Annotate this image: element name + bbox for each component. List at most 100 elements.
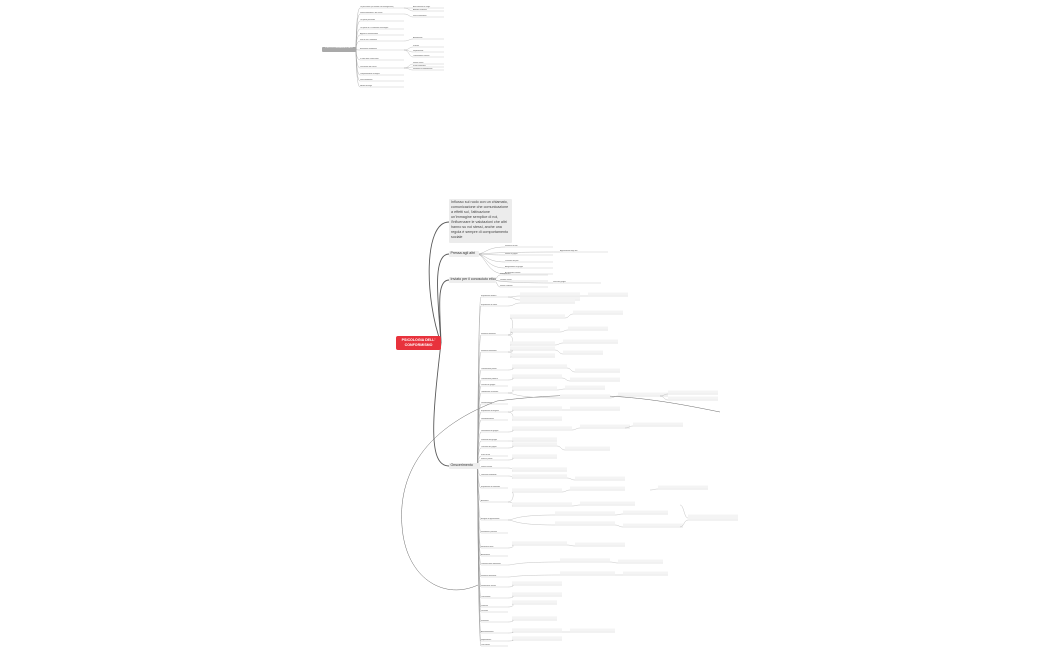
main-map-root[interactable]: PSICOLOGIA DELL' CONFORMISMO bbox=[396, 336, 441, 350]
top-map-leaf[interactable]: Identità di luogo bbox=[360, 84, 372, 87]
sub-node bbox=[512, 628, 562, 632]
top-map-leaf[interactable]: Valori ambientali bbox=[360, 78, 373, 81]
top-map-leaf[interactable]: Stile di vita e ambiente bbox=[360, 38, 377, 41]
third-node bbox=[573, 310, 623, 314]
top-map-leaf[interactable]: Il ruolo della conoscenza bbox=[360, 57, 379, 60]
sub-connector bbox=[507, 514, 556, 521]
branch-c-leaf[interactable]: Reattanza bbox=[481, 619, 489, 622]
top-map-leaf[interactable]: Affollamento bbox=[413, 36, 423, 39]
branch-c-leaf[interactable]: Polarizzazione bbox=[481, 401, 492, 404]
branch-c-leaf[interactable]: Innovazione sociale bbox=[481, 584, 496, 587]
branch-c-leaf[interactable]: Influenza minoritaria bbox=[481, 574, 497, 577]
top-map-leaf[interactable]: Lo spazio di cui l'individuo ha bisogno bbox=[360, 26, 389, 29]
branch-c-leaf[interactable]: Indipendenza bbox=[481, 638, 492, 641]
branch-a-leaf[interactable]: Approvazione degli altri bbox=[560, 249, 578, 252]
branch-c-leaf[interactable]: Pensiero di gruppo bbox=[481, 383, 496, 386]
fourth-connector bbox=[659, 393, 669, 397]
branch-c-leaf[interactable]: Attribuzione bbox=[481, 553, 490, 556]
sub-node bbox=[512, 488, 562, 492]
top-map-root[interactable]: PSICOLOGIA AMBIENTALE bbox=[322, 47, 356, 52]
top-map-leaf[interactable]: Cambiamenti climatici bbox=[413, 54, 430, 57]
sub-node bbox=[512, 374, 562, 378]
top-map-leaf[interactable]: Fattori ambientali e dei vissuti bbox=[360, 11, 383, 14]
branch-inviato[interactable]: Inviato per il conosciuto etico bbox=[449, 277, 496, 283]
branch-onscerimento[interactable]: Onscerimento bbox=[449, 463, 480, 469]
branch-c-leaf[interactable]: Influenza normativa bbox=[481, 332, 496, 335]
branch-b-leaf[interactable]: Standard etici bbox=[500, 272, 511, 275]
top-map-connector bbox=[355, 40, 361, 50]
branch-c-leaf[interactable]: Conclusioni bbox=[481, 643, 490, 646]
branch-b-leaf[interactable]: Valori del gruppo bbox=[553, 280, 566, 283]
third-connector bbox=[561, 377, 571, 382]
sub-node bbox=[512, 502, 572, 506]
top-map-leaf[interactable]: La percezione (le variabili che interagi… bbox=[360, 5, 394, 8]
sub-node bbox=[560, 571, 615, 575]
top-map-leaf[interactable]: Benessere ambientale bbox=[360, 47, 377, 50]
branch-c-leaf[interactable]: Fattori culturali bbox=[481, 465, 493, 468]
branch-pressa[interactable]: Pressa agli altri bbox=[449, 251, 479, 257]
top-map-leaf[interactable]: Rumore bbox=[413, 44, 420, 47]
branch-a-leaf[interactable]: Influenza sociale bbox=[505, 244, 518, 247]
sub-node bbox=[510, 341, 555, 345]
branch-c-leaf[interactable]: Conformismo pubblico bbox=[481, 377, 498, 380]
branch-c-leaf[interactable]: Bisogno di approvazione bbox=[481, 517, 500, 520]
branch-c-leaf[interactable]: Esperimento di Zimbardo bbox=[481, 485, 500, 488]
branch-b-leaf[interactable]: Norme condivise bbox=[500, 284, 513, 287]
sub-node bbox=[512, 406, 562, 410]
top-map-leaf[interactable]: Percezione del rischio bbox=[360, 65, 377, 68]
sub-connector bbox=[507, 561, 561, 566]
top-map-leaf[interactable]: Stress ambientale bbox=[413, 14, 427, 17]
sub-node bbox=[510, 346, 555, 350]
branch-c-leaf[interactable]: Devianza bbox=[481, 609, 489, 612]
top-map-leaf[interactable]: Scelte sostenibili bbox=[413, 64, 426, 67]
branch-a-leaf[interactable]: Adeguamento al gruppo bbox=[505, 265, 524, 268]
sub-node bbox=[520, 296, 580, 300]
third-node bbox=[570, 486, 625, 490]
third-node bbox=[568, 326, 608, 330]
branch-c-leaf[interactable]: Esperimento di Sherif bbox=[481, 303, 498, 306]
branch-c-leaf[interactable]: Conversione bbox=[481, 595, 491, 598]
branch-c-leaf[interactable]: Differenze individuali bbox=[481, 473, 497, 476]
branch-c-leaf[interactable]: Status e potere bbox=[481, 457, 493, 460]
branch-c-leaf[interactable]: Deindividuazione bbox=[481, 417, 494, 420]
third-node bbox=[563, 339, 618, 343]
top-map-leaf[interactable]: Inquinamento bbox=[413, 49, 424, 52]
third-node bbox=[575, 476, 625, 480]
top-map-leaf[interactable]: Interventi di cambiamento bbox=[413, 67, 433, 70]
main-map-note[interactable]: Influsso sul ruolo con un chiamato, comu… bbox=[449, 199, 512, 243]
branch-a-leaf[interactable]: Norme di gruppo bbox=[505, 252, 518, 255]
third-connector bbox=[571, 504, 581, 507]
branch-c-leaf[interactable]: Dissenso bbox=[481, 604, 488, 607]
branch-c-leaf[interactable]: Conformismo privato bbox=[481, 367, 497, 370]
top-map-leaf[interactable]: Lo spazio personale bbox=[360, 18, 376, 21]
branch-b-leaf[interactable]: Giudizio morale bbox=[500, 278, 512, 281]
third-connector bbox=[609, 395, 619, 399]
branch-c-connector bbox=[476, 465, 482, 647]
branch-c-leaf[interactable]: Situazione e persona bbox=[481, 530, 497, 533]
third-connector bbox=[614, 524, 624, 528]
branch-c-leaf[interactable]: Autostima bbox=[481, 499, 489, 502]
top-map-leaf[interactable]: Attaccamento ai luoghi bbox=[413, 5, 431, 8]
branch-c-leaf[interactable]: Obbedienza all'autorità bbox=[481, 390, 499, 393]
branch-c-leaf[interactable]: Unanimità del gruppo bbox=[481, 438, 498, 441]
branch-c-leaf[interactable]: Ruoli sociali bbox=[481, 453, 491, 456]
branch-c-leaf[interactable]: Esperimento di Asch bbox=[481, 294, 497, 297]
top-map-leaf[interactable]: Approccio transazionale bbox=[360, 32, 379, 35]
branch-c-leaf[interactable]: Minoranze attive bbox=[481, 545, 494, 548]
top-map-leaf[interactable]: Ambienti ristorativi bbox=[413, 8, 427, 11]
sub-connector bbox=[507, 631, 514, 634]
third-node bbox=[565, 385, 605, 389]
branch-a-leaf[interactable]: Accettazione sociale bbox=[505, 271, 521, 274]
branch-c-leaf[interactable]: Esperimento di Milgram bbox=[481, 409, 499, 412]
branch-c-leaf[interactable]: Anticonformismo bbox=[481, 630, 494, 633]
third-connector bbox=[561, 489, 571, 493]
fourth-node bbox=[633, 422, 683, 426]
top-map-leaf[interactable]: Comportamento ecologico bbox=[360, 72, 380, 75]
top-map-leaf[interactable]: Norme sociali bbox=[413, 61, 424, 64]
branch-c-leaf[interactable]: Dimensione del gruppo bbox=[481, 429, 499, 432]
branch-a-leaf[interactable]: Pressione dei pari bbox=[505, 259, 519, 262]
branch-c-leaf[interactable]: Coerenza della minoranza bbox=[481, 562, 501, 565]
branch-c-leaf[interactable]: Coesione del gruppo bbox=[481, 445, 497, 448]
branch-c-leaf[interactable]: Influenza informativa bbox=[481, 349, 497, 352]
sub-node bbox=[512, 600, 557, 604]
